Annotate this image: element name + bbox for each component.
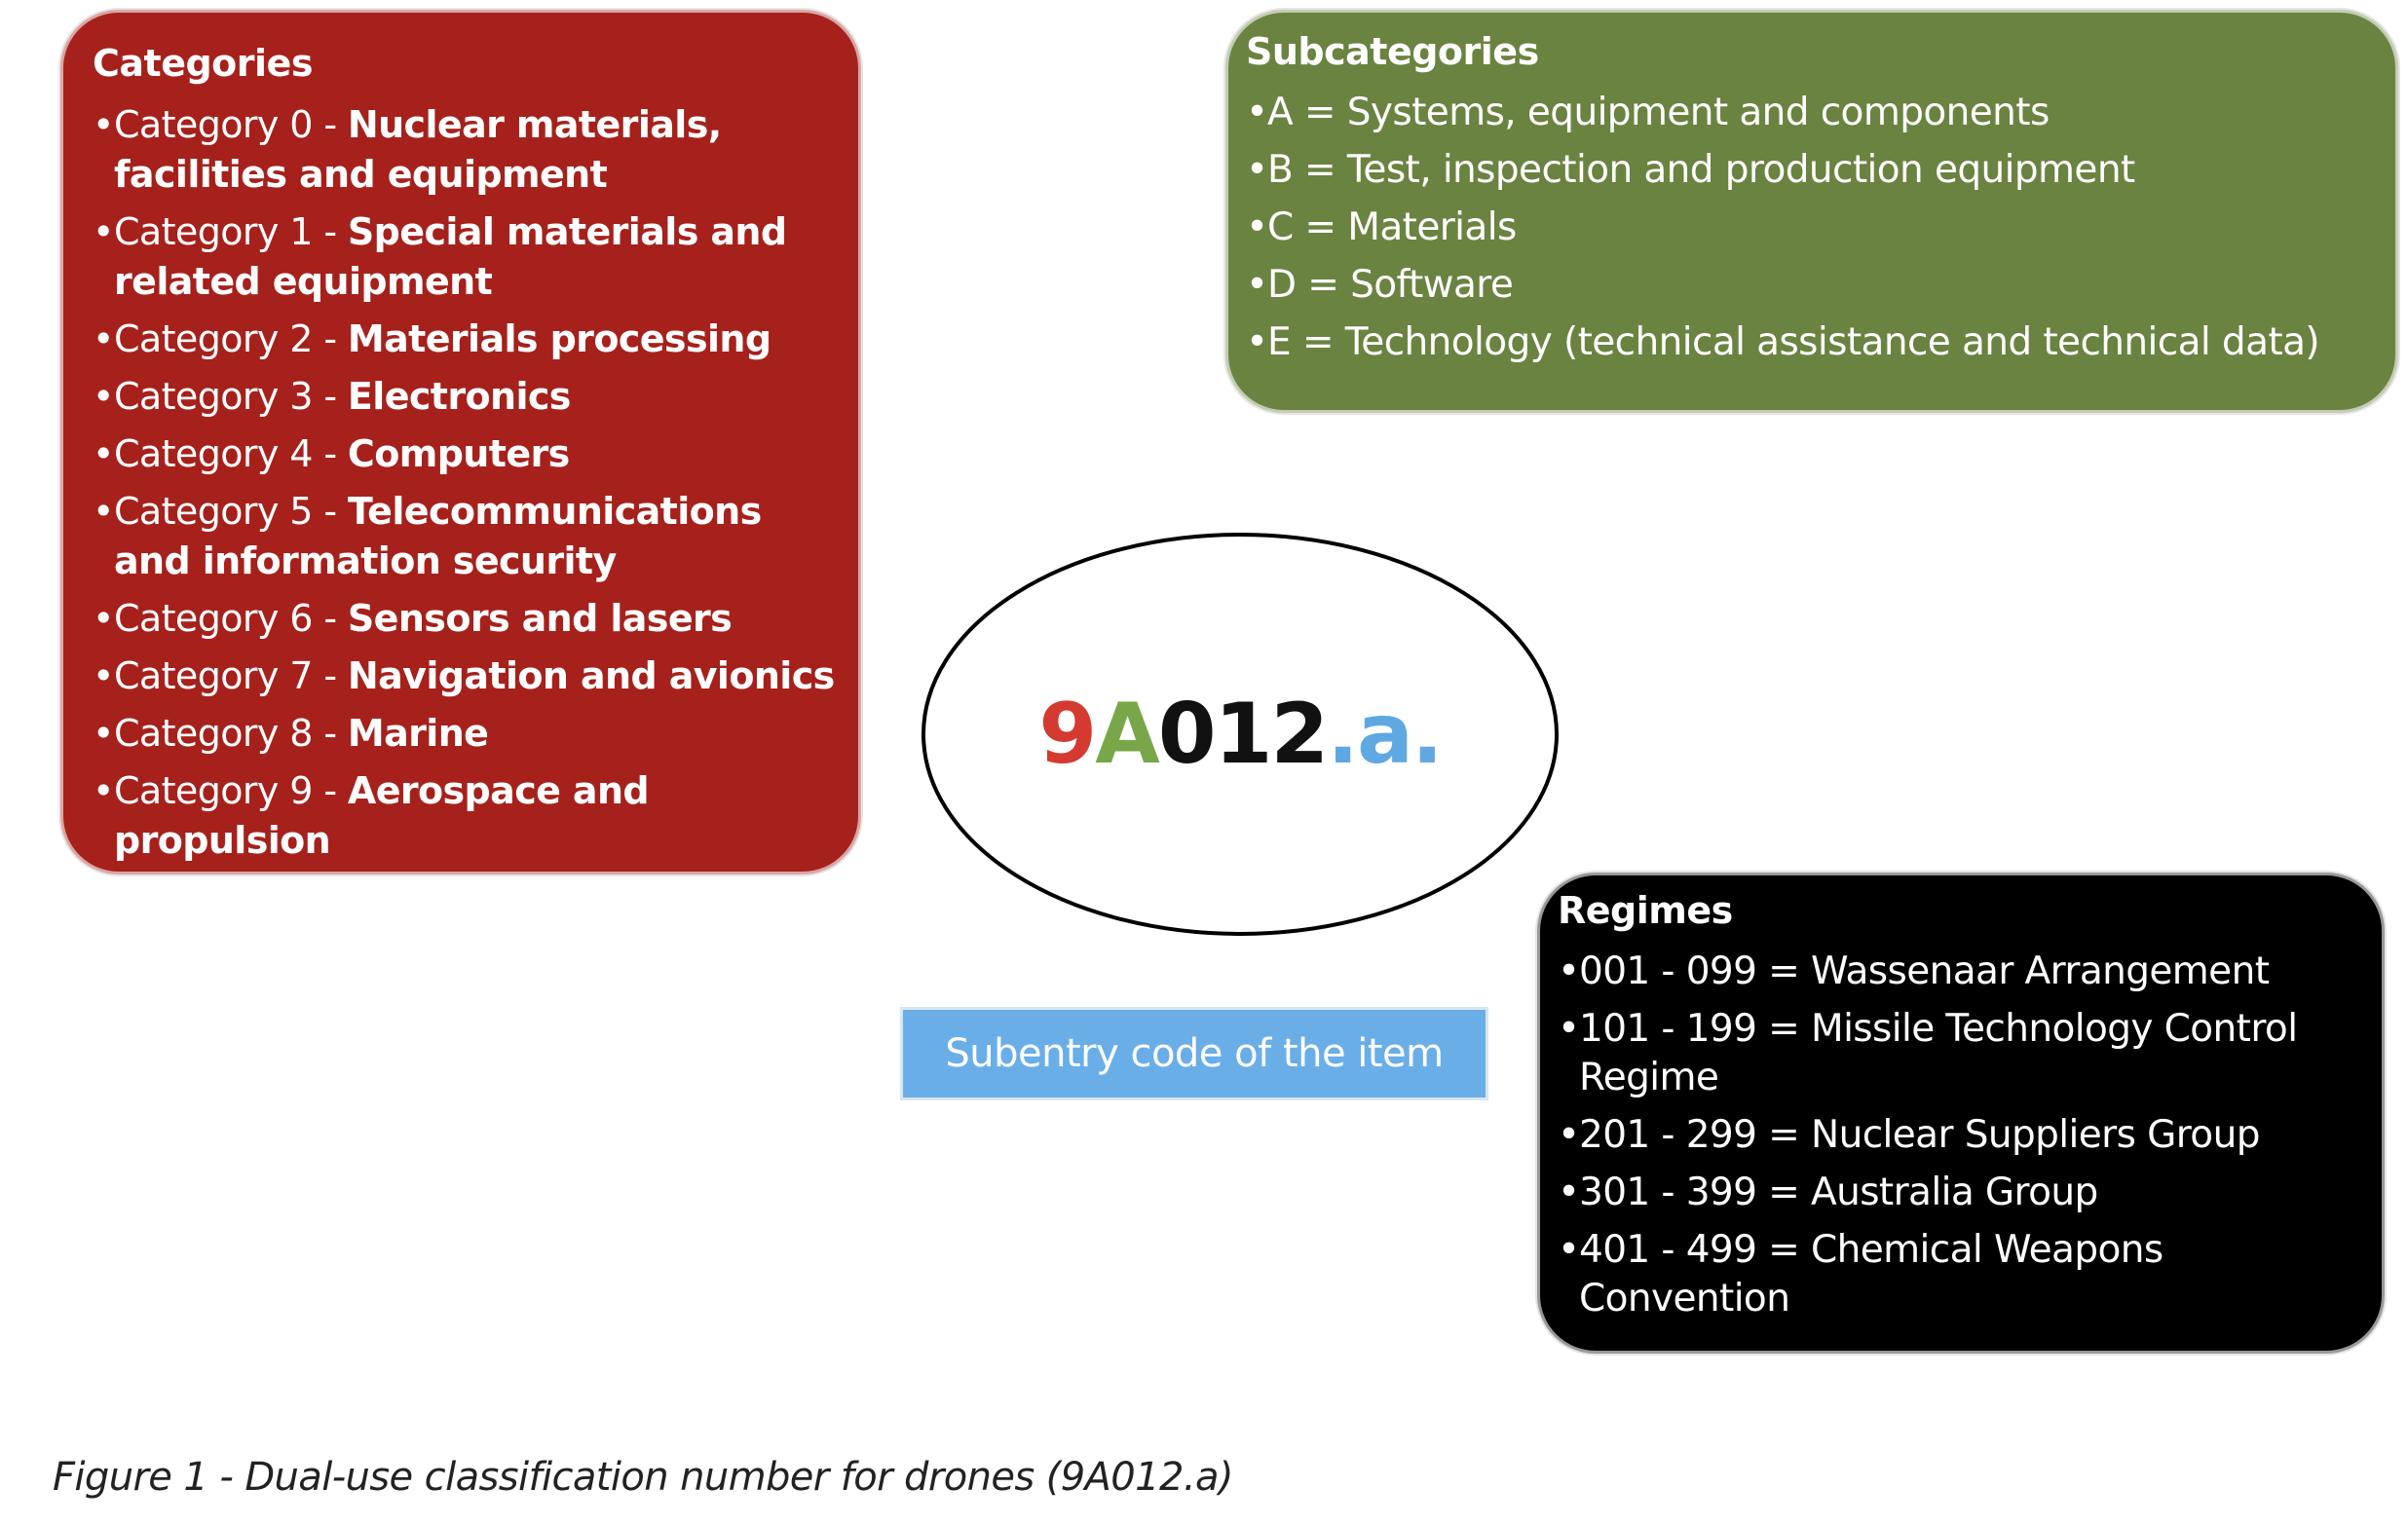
subcategory-item-b: •B = Test, inspection and production equ… xyxy=(1246,147,2135,192)
subcategory-item-a: •A = Systems, equipment and components xyxy=(1246,90,2050,134)
regime-item-cwc: •401 - 499 = Chemical Weapons Convention xyxy=(1558,1227,2163,1320)
subcategory-item-d: •D = Software xyxy=(1246,262,1514,307)
category-item-8: •Category 8 - Marine xyxy=(93,711,489,755)
code-subentry-suffix: .a. xyxy=(1327,686,1443,783)
figure-caption: Figure 1 - Dual-use classification numbe… xyxy=(53,1455,1233,1500)
category-item-2: •Category 2 - Materials processing xyxy=(93,316,771,360)
category-item-0: •Category 0 - Nuclear materials, facilit… xyxy=(93,102,722,196)
categories-title: Categories xyxy=(93,42,313,85)
categories-box: Categories •Category 0 - Nuclear materia… xyxy=(60,10,861,874)
subcategory-item-c: •C = Materials xyxy=(1246,205,1517,249)
categories-list: •Category 0 - Nuclear materials, facilit… xyxy=(93,100,839,866)
code-number: 012 xyxy=(1157,686,1330,783)
subcategories-list: •A = Systems, equipment and components •… xyxy=(1246,89,2376,367)
regimes-box: Regimes •001 - 099 = Wassenaar Arrangeme… xyxy=(1537,873,2385,1354)
code-subcategory-letter: A xyxy=(1095,686,1160,783)
regime-item-australia: •301 - 399 = Australia Group xyxy=(1558,1170,2098,1214)
category-item-6: •Category 6 - Sensors and lasers xyxy=(93,596,733,640)
category-item-5: •Category 5 - Telecommunications and inf… xyxy=(93,489,762,582)
subcategories-title: Subcategories xyxy=(1246,30,1539,73)
code-ellipse xyxy=(922,533,1559,936)
category-item-4: •Category 4 - Computers xyxy=(93,431,570,475)
category-item-3: •Category 3 - Electronics xyxy=(93,374,571,418)
regime-item-nsg: •201 - 299 = Nuclear Suppliers Group xyxy=(1558,1112,2260,1157)
regimes-title: Regimes xyxy=(1558,889,1733,932)
category-item-7: •Category 7 - Navigation and avionics xyxy=(93,653,835,697)
regime-item-wassenaar: •001 - 099 = Wassenaar Arrangement xyxy=(1558,948,2270,993)
category-item-9: •Category 9 - Aerospace and propulsion xyxy=(93,768,650,862)
subcategories-box: Subcategories •A = Systems, equipment an… xyxy=(1225,10,2398,413)
subentry-label: Subentry code of the item xyxy=(900,1007,1488,1100)
category-item-1: •Category 1 - Special materials and rela… xyxy=(93,209,787,303)
subcategory-item-e: •E = Technology (technical assistance an… xyxy=(1246,319,2320,364)
code-category-digit: 9 xyxy=(1038,686,1097,783)
regimes-list: •001 - 099 = Wassenaar Arrangement •101 … xyxy=(1558,948,2362,1323)
regime-item-mtcr: •101 - 199 = Missile Technology Control … xyxy=(1558,1006,2298,1099)
